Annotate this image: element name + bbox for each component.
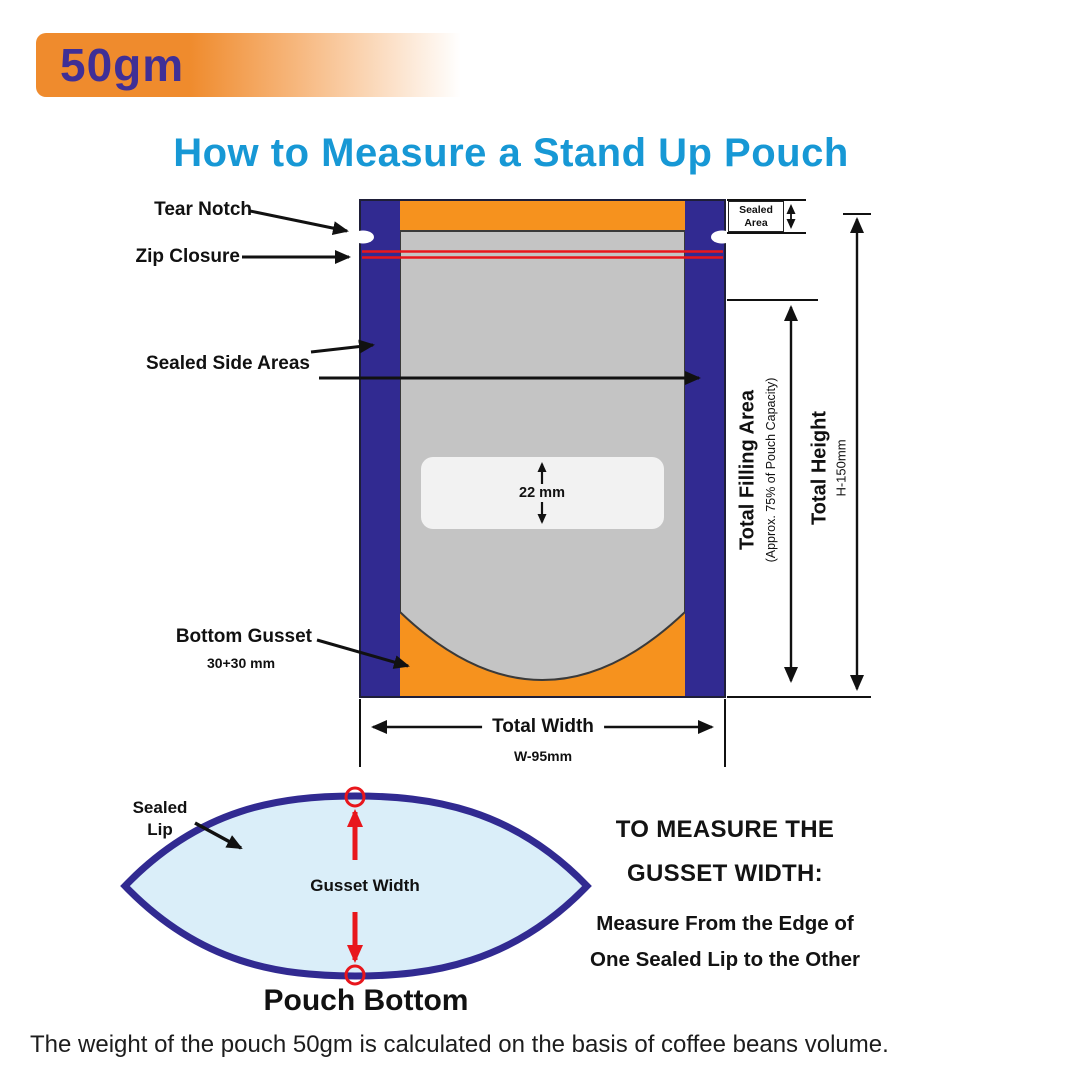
sealed-side-areas-label: Sealed Side Areas [145, 353, 310, 374]
page-title: How to Measure a Stand Up Pouch [173, 131, 849, 175]
total-height-value: H-150mm [833, 439, 849, 497]
gusset-edge-marker-bottom [344, 964, 366, 986]
right-sealed-side-strip [685, 200, 725, 697]
total-filling-area-label: Total Filling Area [736, 389, 759, 551]
gusset-edge-marker-top [344, 786, 366, 808]
callout-arrows [242, 209, 701, 669]
total-height-label: Total Height [808, 410, 831, 526]
instruction-line-1: TO MEASURE THE [615, 816, 835, 843]
gusset-instruction-block: TO MEASURE THE GUSSET WIDTH: Measure Fro… [558, 816, 892, 972]
instruction-line-3: Measure From the Edge of [596, 912, 854, 935]
pouch-bottom-caption: Pouch Bottom [263, 984, 469, 1017]
total-width-label: Total Width [482, 716, 604, 738]
sealed-lip-label: Sealed Lip [132, 798, 188, 840]
pouch-filling-area-gray [399, 230, 686, 681]
tear-notch-arrow [249, 209, 349, 236]
sealed-area-label: Sealed Area [728, 201, 784, 232]
weight-badge-label: 50gm [60, 39, 185, 91]
pouch-outline [359, 199, 726, 698]
total-filling-area-note: (Approx. 75% of Pouch Capacity) [764, 377, 778, 563]
zip-closure-label: Zip Closure [135, 246, 240, 267]
total-width-value: W-95mm [513, 748, 573, 764]
sealed-side-arrow-left [310, 339, 375, 354]
bottom-gusset-label: Bottom Gusset [175, 626, 312, 647]
left-sealed-side-strip [360, 200, 400, 697]
measurement-lines [359, 199, 871, 767]
bottom-gusset-size-label: 30+30 mm [206, 655, 276, 671]
sealed-lip-arrow [194, 821, 243, 850]
center-measure-label: 22 mm [519, 485, 565, 501]
tear-notch-label: Tear Notch [154, 199, 252, 220]
instruction-line-4: One Sealed Lip to the Other [590, 948, 860, 971]
pouch-front-view [352, 199, 733, 698]
footer-note: The weight of the pouch 50gm is calculat… [30, 1031, 889, 1058]
bottom-gusset-arrow [316, 638, 410, 669]
center-measure-panel [421, 457, 664, 529]
instruction-line-2: GUSSET WIDTH: [627, 860, 823, 887]
pouch-bottom-view [120, 786, 592, 986]
gusset-width-label: Gusset Width [310, 876, 420, 895]
tear-notch-left [352, 230, 374, 244]
weight-badge: 50gm [36, 33, 474, 97]
